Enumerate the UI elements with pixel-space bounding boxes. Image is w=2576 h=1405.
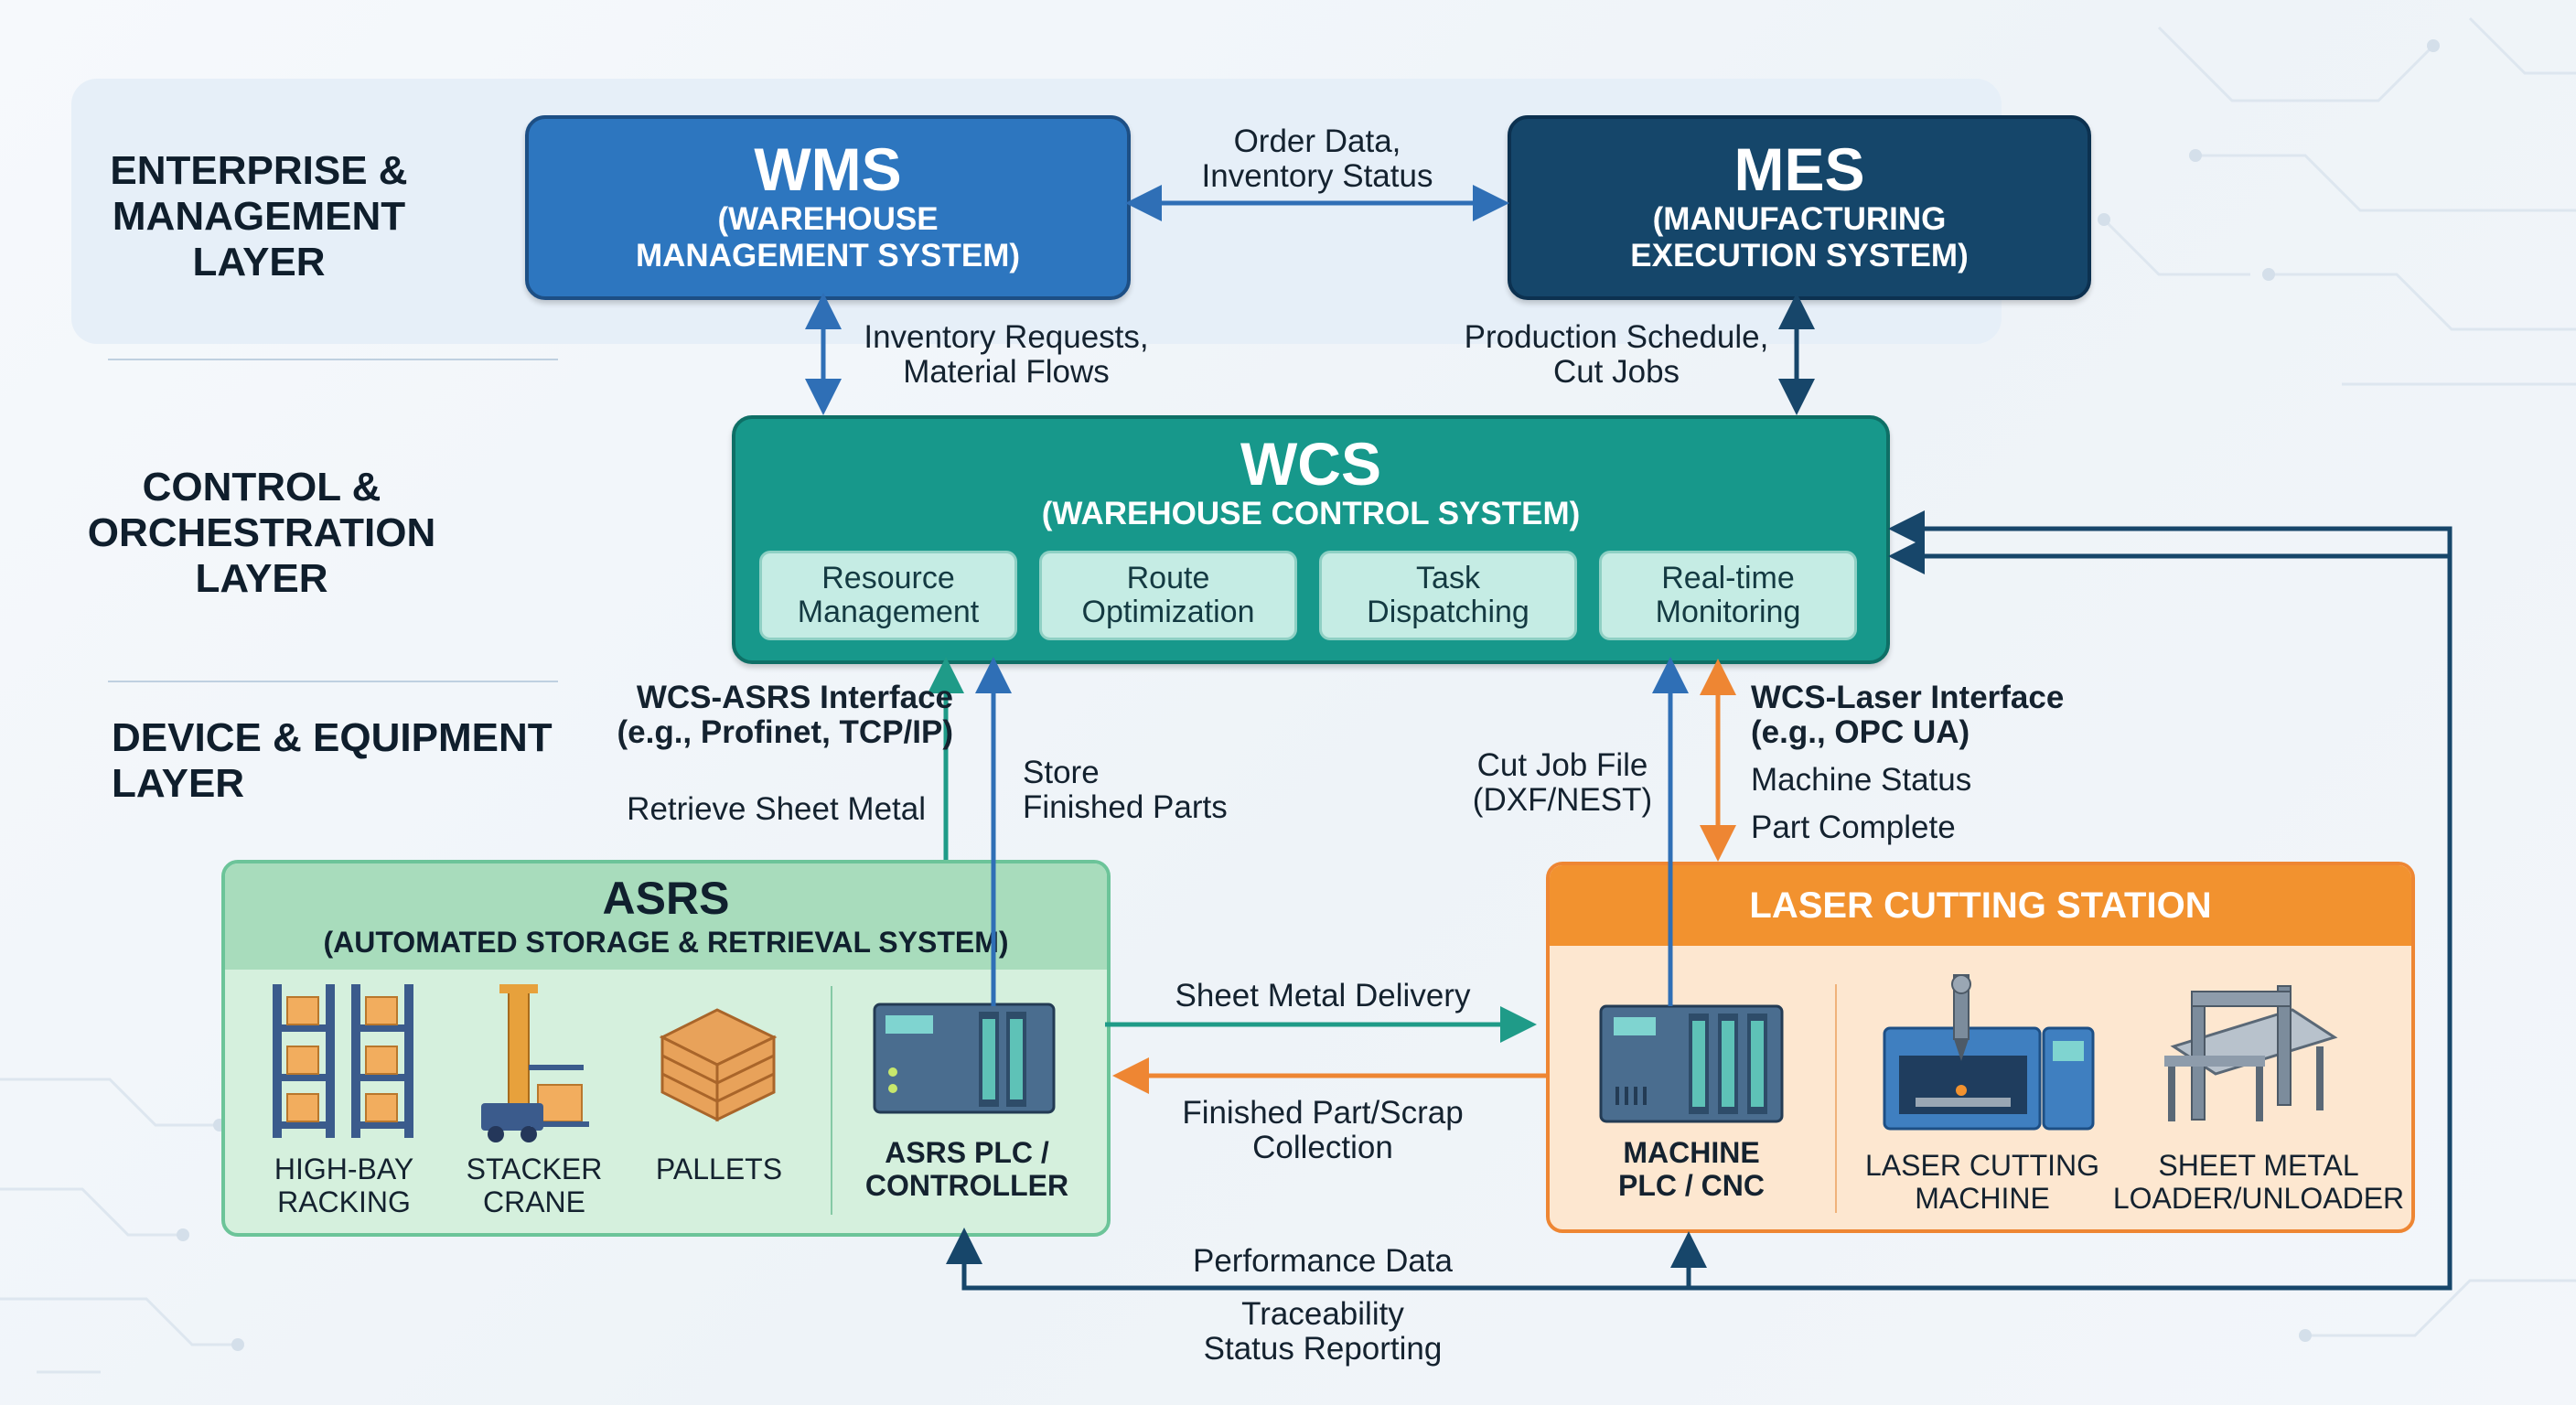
mes-title: MES xyxy=(1733,135,1865,203)
asrs-divider xyxy=(831,986,832,1215)
pallets-icon xyxy=(659,1008,778,1122)
label-order-data: Order Data, Inventory Status xyxy=(1201,123,1433,194)
label-sheet-metal-delivery: Sheet Metal Delivery xyxy=(1175,978,1471,1014)
layer-divider xyxy=(108,681,558,682)
high-bay-racking-icon xyxy=(273,984,413,1138)
arrow-reporting-loop xyxy=(946,510,2453,1291)
label-inventory-requests: Inventory Requests, Material Flows xyxy=(864,319,1149,390)
stacker-crane-label: STACKER CRANE xyxy=(466,1153,603,1218)
label-asrs-interface: WCS-ASRS Interface (e.g., Profinet, TCP/… xyxy=(617,680,953,750)
mes-subtitle: (MANUFACTURING EXECUTION SYSTEM) xyxy=(1630,201,1969,273)
asrs-title: ASRS xyxy=(602,873,730,924)
stacker-crane-icon xyxy=(481,984,589,1142)
label-cut-job-file: Cut Job File (DXF/NEST) xyxy=(1472,747,1653,818)
enterprise-layer-label: ENTERPRISE & MANAGEMENT LAYER xyxy=(110,148,408,284)
layer-divider xyxy=(108,359,558,360)
wms-title: WMS xyxy=(754,135,902,203)
label-part-complete: Part Complete xyxy=(1751,810,1956,845)
wms-subtitle: (WAREHOUSE MANAGEMENT SYSTEM) xyxy=(636,201,1020,273)
label-retrieve-sheet-metal: Retrieve Sheet Metal xyxy=(627,791,926,827)
label-finished-part-collection: Finished Part/Scrap Collection xyxy=(1182,1095,1464,1165)
wms-box[interactable]: WMS (WAREHOUSE MANAGEMENT SYSTEM) xyxy=(525,115,1131,300)
sheet-loader-icon xyxy=(2164,985,2338,1121)
label-traceability: Traceability Status Reporting xyxy=(1203,1296,1443,1367)
sheet-loader-label: SHEET METAL LOADER/UNLOADER xyxy=(2112,1149,2405,1215)
label-laser-interface: WCS-Laser Interface (e.g., OPC UA) xyxy=(1751,680,2065,750)
label-store-finished-parts: Store Finished Parts xyxy=(1023,755,1228,825)
asrs-subtitle: (AUTOMATED STORAGE & RETRIEVAL SYSTEM) xyxy=(323,926,1009,959)
device-layer-label: DEVICE & EQUIPMENT LAYER xyxy=(112,715,553,806)
control-layer-label: CONTROL & ORCHESTRATION LAYER xyxy=(87,465,436,601)
wcs-title: WCS xyxy=(1240,430,1381,498)
label-production-schedule: Production Schedule, Cut Jobs xyxy=(1464,319,1769,390)
pallets-label: PALLETS xyxy=(655,1153,783,1185)
label-performance-data: Performance Data xyxy=(1192,1243,1454,1279)
high-bay-racking-label: HIGH-BAY RACKING xyxy=(274,1153,414,1218)
label-machine-status: Machine Status xyxy=(1751,762,1972,798)
